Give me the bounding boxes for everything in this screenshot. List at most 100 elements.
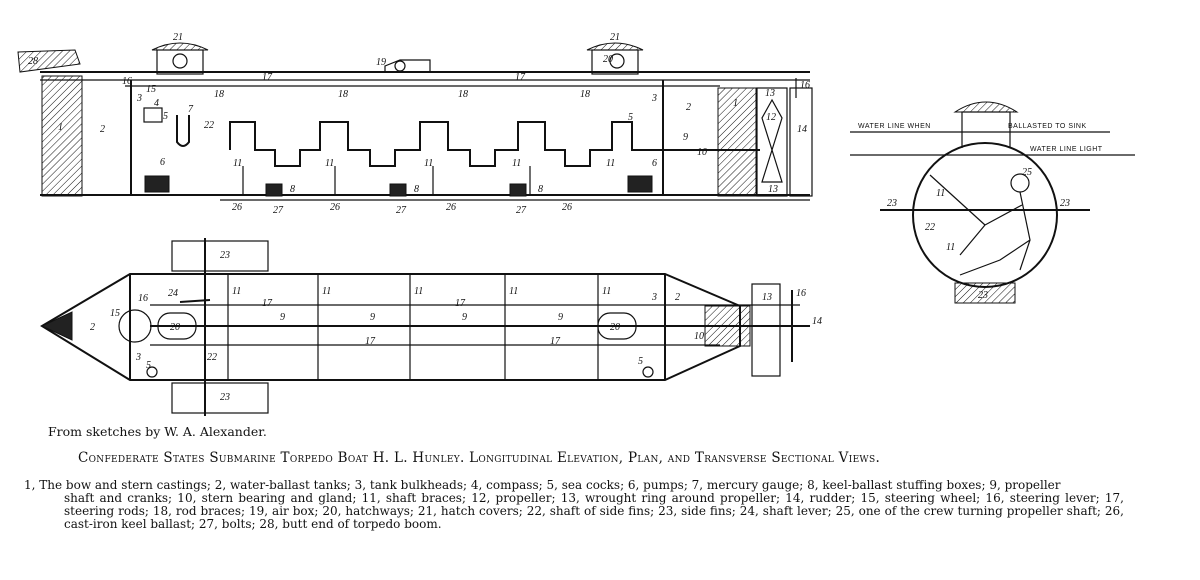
label: 9 <box>462 312 467 323</box>
forward-hatch-cover <box>151 42 209 51</box>
waterline-ballasted-right-label: BALLASTED TO SINK <box>1008 123 1087 130</box>
label: 17 <box>515 72 526 83</box>
label: 17 <box>365 336 376 347</box>
legend-first-line: 1, The bow and stern castings; 2, water-… <box>24 478 1061 492</box>
label: 4 <box>154 98 159 109</box>
label: 10 <box>694 331 704 342</box>
bow-point <box>40 311 73 341</box>
label: 7 <box>188 104 194 115</box>
label: 15 <box>110 308 120 319</box>
label: 5 <box>163 111 168 122</box>
aft-pump <box>627 175 653 193</box>
label: 3 <box>135 352 141 363</box>
waterline-light-label: WATER LINE LIGHT <box>1030 146 1103 153</box>
label: 23 <box>1060 198 1070 209</box>
hunley-drawing: 28 1 2 16 15 3 4 5 7 22 6 21 21 20 19 17… <box>17 32 1135 416</box>
label: 2 <box>90 322 95 333</box>
label: 5 <box>146 360 151 371</box>
air-box <box>384 59 431 72</box>
label: 16 <box>800 80 810 91</box>
torpedo-boom-butt <box>17 49 81 73</box>
stuffing-box-1 <box>265 183 283 197</box>
label: 10 <box>697 147 707 158</box>
label: 17 <box>550 336 561 347</box>
label: 3 <box>136 93 142 104</box>
label: 27 <box>396 205 407 216</box>
waterline-ballasted-left-label: WATER LINE WHEN <box>858 123 931 130</box>
label: 2 <box>686 102 691 113</box>
forward-pump <box>144 175 170 193</box>
label: 23 <box>887 198 897 209</box>
aft-hatchway <box>609 53 625 69</box>
label: 13 <box>762 292 772 303</box>
label: 11 <box>512 158 521 169</box>
transverse-section <box>850 101 1135 304</box>
shaft-lever <box>179 299 211 303</box>
section-brace-1 <box>929 174 986 226</box>
label: 26 <box>446 202 456 213</box>
label: 18 <box>580 89 590 100</box>
label: 17 <box>262 298 273 309</box>
rudder <box>789 87 813 197</box>
label: 22 <box>204 120 214 131</box>
label: 11 <box>233 158 242 169</box>
label: 11 <box>424 158 433 169</box>
crew-arm <box>984 204 1023 226</box>
label: 13 <box>768 184 778 195</box>
plan-labels: 23 23 2 15 16 20 24 11 11 11 11 11 17 17… <box>90 250 822 403</box>
label: 26 <box>562 202 572 213</box>
label: 1 <box>58 122 63 133</box>
label: 11 <box>509 286 518 297</box>
label: 3 <box>651 292 657 303</box>
aft-hatch-cover <box>586 42 644 51</box>
label: 6 <box>652 158 657 169</box>
stuffing-box-3 <box>509 183 527 197</box>
label: 15 <box>146 84 156 95</box>
compass <box>143 107 163 123</box>
label: 2 <box>100 124 105 135</box>
label: 9 <box>683 132 688 143</box>
mercury-gauge <box>176 115 190 147</box>
legend-rest: shaft and cranks; 10, stern bearing and … <box>64 491 1124 531</box>
label: 11 <box>232 286 241 297</box>
label: 11 <box>602 286 611 297</box>
label: 20 <box>610 322 620 333</box>
label: 22 <box>207 352 217 363</box>
propeller-shaft-cranks <box>229 121 760 167</box>
aft-hatch-tower <box>591 49 639 75</box>
side-fin-bottom <box>171 382 269 414</box>
label: 2 <box>675 292 680 303</box>
label: 21 <box>610 32 620 43</box>
longitudinal-elevation <box>17 42 813 201</box>
plan-sea-cock-aft <box>642 366 654 378</box>
section-hatch-cover <box>953 101 1019 113</box>
label: 23 <box>978 290 988 301</box>
propeller <box>761 98 783 183</box>
label: 5 <box>628 112 633 123</box>
stuffing-box-2 <box>389 183 407 197</box>
label: 14 <box>797 124 807 135</box>
label: 16 <box>138 293 148 304</box>
label: 21 <box>173 32 183 43</box>
label: 17 <box>262 72 273 83</box>
label: 17 <box>455 298 466 309</box>
label: 11 <box>946 242 955 253</box>
label: 23 <box>220 392 230 403</box>
label: 11 <box>325 158 334 169</box>
credit-line: From sketches by W. A. Alexander. <box>48 424 267 439</box>
label: 27 <box>273 205 284 216</box>
label: 25 <box>1022 167 1032 178</box>
label: 20 <box>170 322 180 333</box>
label: 19 <box>376 57 386 68</box>
label: 22 <box>925 222 935 233</box>
label: 18 <box>338 89 348 100</box>
label: 8 <box>290 184 295 195</box>
label: 24 <box>168 288 178 299</box>
propeller-ring <box>756 87 788 197</box>
air-box-pivot <box>394 60 406 72</box>
label: 28 <box>28 56 38 67</box>
plan-propeller-ring <box>751 283 781 377</box>
label: 16 <box>796 288 806 299</box>
label: 11 <box>606 158 615 169</box>
label: 27 <box>516 205 527 216</box>
